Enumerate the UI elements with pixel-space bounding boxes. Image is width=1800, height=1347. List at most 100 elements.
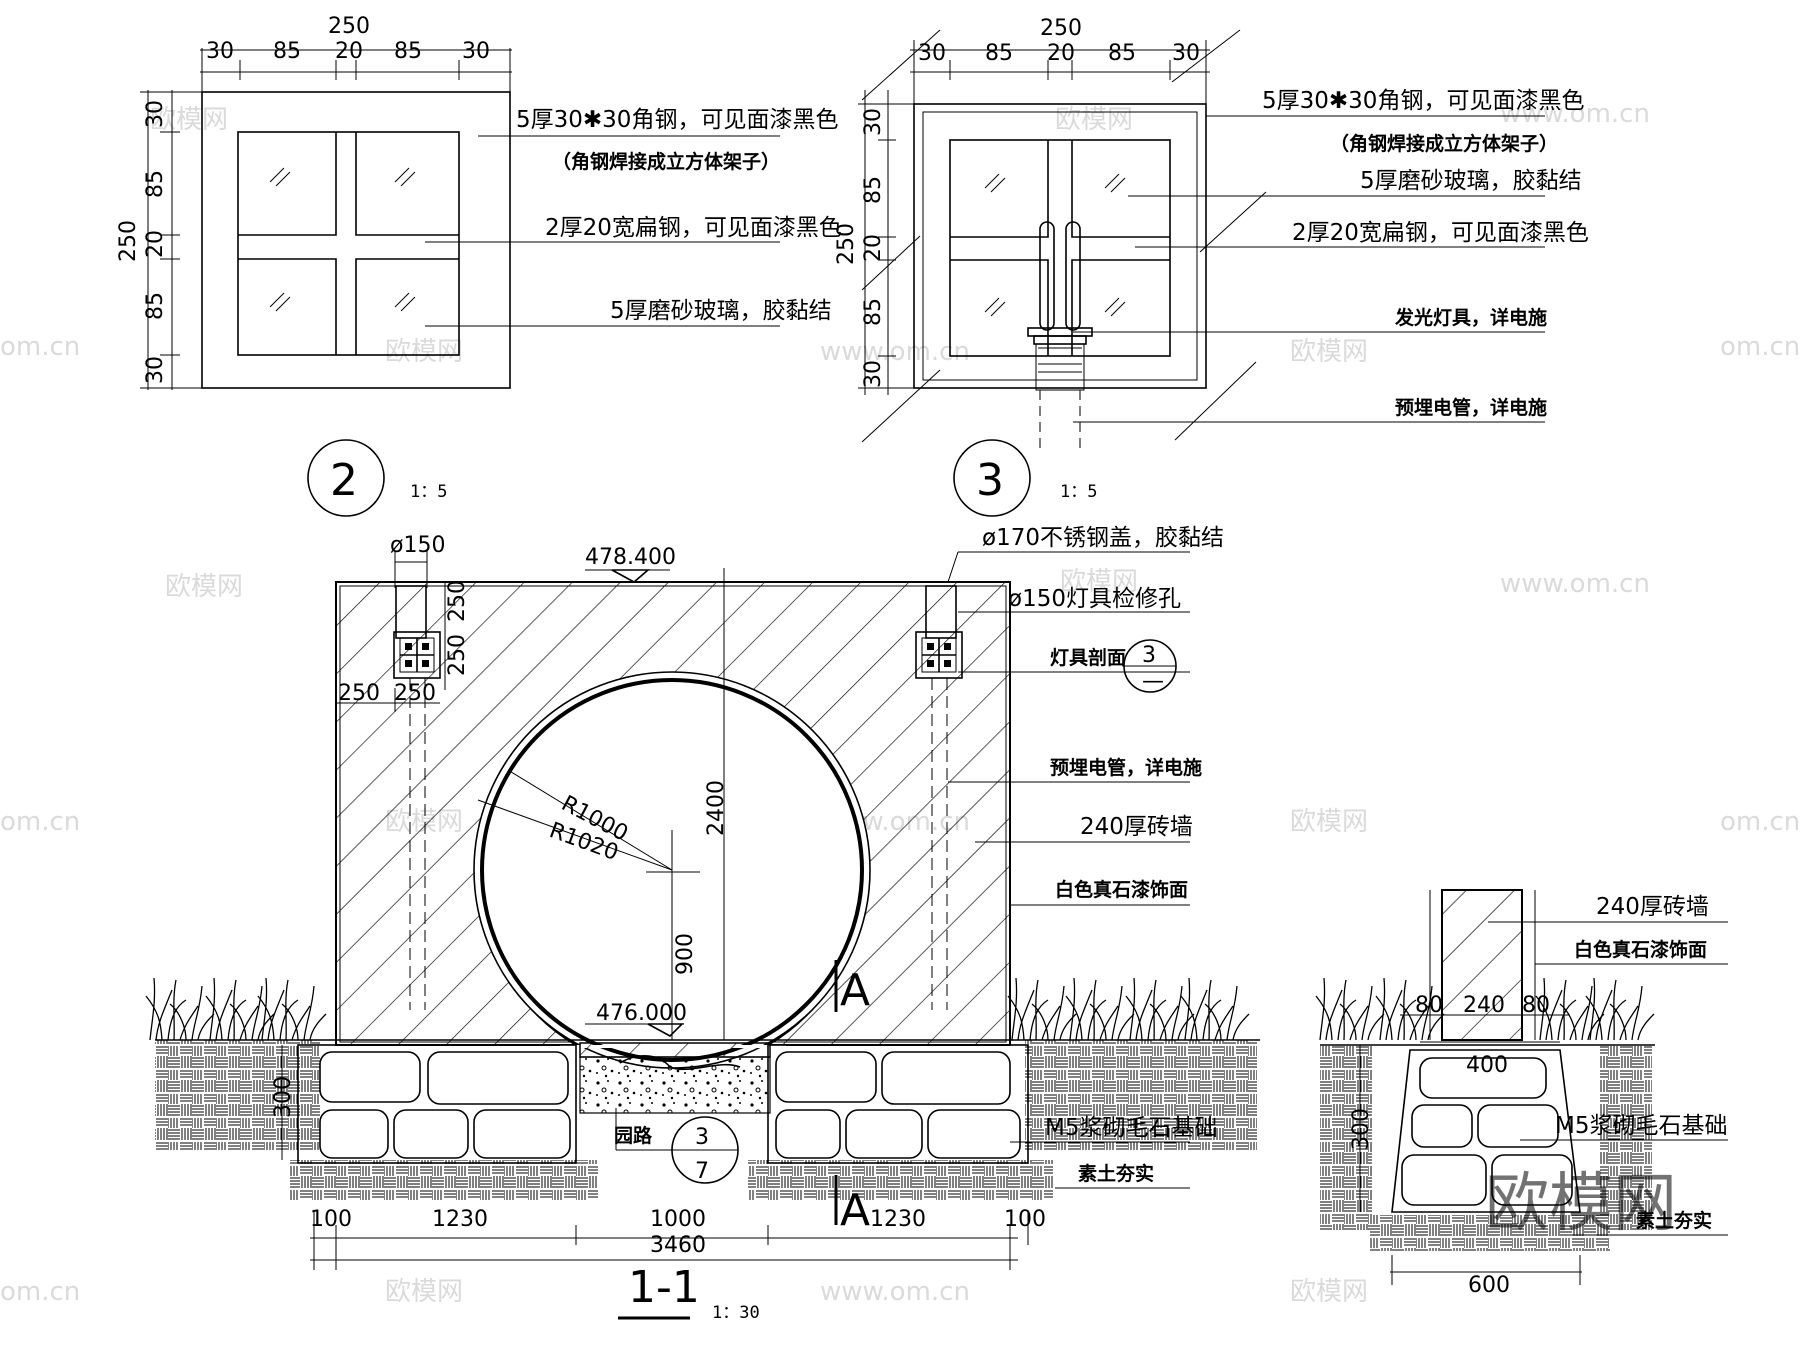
dim: 30 [143,356,168,384]
dim: 20 [861,234,886,262]
label-flat-steel: 2厚20宽扁钢，可见面漆黑色 [545,215,842,241]
dim: 85 [861,298,886,326]
dim-250: 250 [445,580,470,622]
dim-400: 400 [1466,1053,1508,1078]
inner-frame [949,139,1171,357]
dim: 1230 [870,1207,926,1232]
watermark-site: www.om.cn [820,1277,970,1307]
scale: 1：30 [712,1303,760,1323]
label-angle-steel: 5厚30✱30角钢，可见面漆黑色 [1262,88,1584,114]
dim-250: 250 [445,634,470,676]
watermark-site: om.cn [0,332,80,362]
gravel-layer [579,1056,771,1114]
scale: 1：5 [1060,482,1097,502]
section-mark-top: A [840,965,870,1016]
watermark-brand: 欧模网 [150,105,228,135]
watermark-site: om.cn [1720,332,1800,362]
label-finish: 白色真石漆饰面 [1055,878,1188,901]
trapezoid-foundation [1391,1049,1581,1213]
watermark-site: om.cn [0,1277,80,1307]
dim: 100 [310,1207,352,1232]
label-cap: ø170不锈钢盖，胶黏结 [982,525,1224,551]
dim: 100 [1004,1207,1046,1232]
height-900: 900 [673,933,698,975]
dim: 1230 [432,1207,488,1232]
lamp-spring [1035,343,1085,391]
watermark-site: www.om.cn [1500,99,1650,129]
dia-150: ø150 [390,533,445,558]
label-foundation: M5浆砌毛石基础 [1045,1115,1217,1141]
label-angle-steel: 5厚30✱30角钢，可见面漆黑色 [516,107,838,133]
dim: 30 [462,39,490,64]
foundation-height: 300 [1349,1108,1374,1150]
lamp-box-right [915,585,963,1010]
detail-2: 250 30 85 20 85 30 250 30 85 20 85 30 5厚… [116,14,842,517]
label-wall: 240厚砖墙 [1596,894,1709,920]
watermark-brand: 欧模网 [1290,1277,1368,1307]
dim: 240 [1463,993,1505,1018]
section-a-a: 80 240 80 400 600 300 240厚砖墙 白色真石漆饰面 M5浆… [1315,889,1728,1298]
earth-base-right [748,1160,1053,1200]
dim: 20 [1047,41,1075,66]
ref-bottom: 7 [695,1159,709,1184]
dim-overall: 250 [116,220,141,262]
grass-left [145,977,327,1041]
elevation-top: 478.400 [585,545,676,570]
label-soil: 素土夯实 [1078,1162,1154,1185]
dim: 30 [861,108,886,136]
label-finish: 白色真石漆饰面 [1574,938,1707,961]
label-flat-steel: 2厚20宽扁钢，可见面漆黑色 [1292,220,1589,246]
section-1-1: R1000 R1020 2400 900 478.400 476.000 ø15… [145,525,1260,1323]
dim: 30 [918,41,946,66]
label-access-hole: ø150灯具检修孔 [1008,586,1181,612]
height-2400: 2400 [704,780,729,836]
inner-frame [237,131,460,356]
dim: 85 [1108,41,1136,66]
label-lamp-section: 灯具剖面 [1050,646,1126,669]
label-wall: 240厚砖墙 [1080,814,1193,840]
dim-overall: 250 [328,14,370,39]
lamp-tube [1065,221,1081,331]
dim: 85 [273,39,301,64]
label-foundation: M5浆砌毛石基础 [1555,1113,1727,1139]
detail-3: 250 30 85 20 85 30 250 30 85 20 85 30 5厚… [834,16,1589,517]
foundation-height: 300 [271,1076,296,1118]
label-conduit: 预埋电管，详电施 [1395,396,1547,419]
label-glass: 5厚磨砂玻璃，胶黏结 [1360,168,1582,194]
scale: 1：5 [410,482,447,502]
watermark-brand: 欧模网 [385,337,463,367]
dim: 30 [143,100,168,128]
dim: 30 [861,360,886,388]
callout-bottom: — [1142,669,1164,694]
dim: 1000 [650,1207,706,1232]
dim: 85 [861,176,886,204]
stone-foundation-right [767,1044,1029,1164]
section-mark-bottom: A [840,1185,870,1236]
lamp-tube [1039,221,1055,331]
watermark-brand: 欧模网 [385,1277,463,1307]
lamp-box-left [393,585,441,1010]
watermark-site: om.cn [1720,807,1800,837]
flat-steel-cross [238,132,459,355]
dim-overall: 250 [834,223,859,265]
watermark-brand: 欧模网 [1290,337,1368,367]
elevation-bottom: 476.000 [596,1001,687,1026]
detail-callout-2 [307,439,385,517]
watermark-site: www.om.cn [1500,569,1650,599]
stone-foundation-left [297,1044,577,1164]
watermark-site: www.om.cn [820,337,970,367]
dim-total: 3460 [650,1233,706,1258]
dim-overall: 250 [1040,16,1082,41]
label-soil: 素土夯实 [1636,1209,1712,1232]
watermark-brand: 欧模网 [1060,567,1138,597]
ref-top: 3 [695,1125,709,1150]
paving-layer [579,1042,771,1058]
earth-right [1025,1040,1257,1150]
label-frame: （角钢焊接成立方体架子） [552,150,780,173]
dim-600: 600 [1468,1273,1510,1298]
watermark-brand: 欧模网 [165,572,243,602]
dim: 30 [1172,41,1200,66]
dim: 80 [1415,993,1443,1018]
section-title: 1-1 [628,1262,700,1313]
